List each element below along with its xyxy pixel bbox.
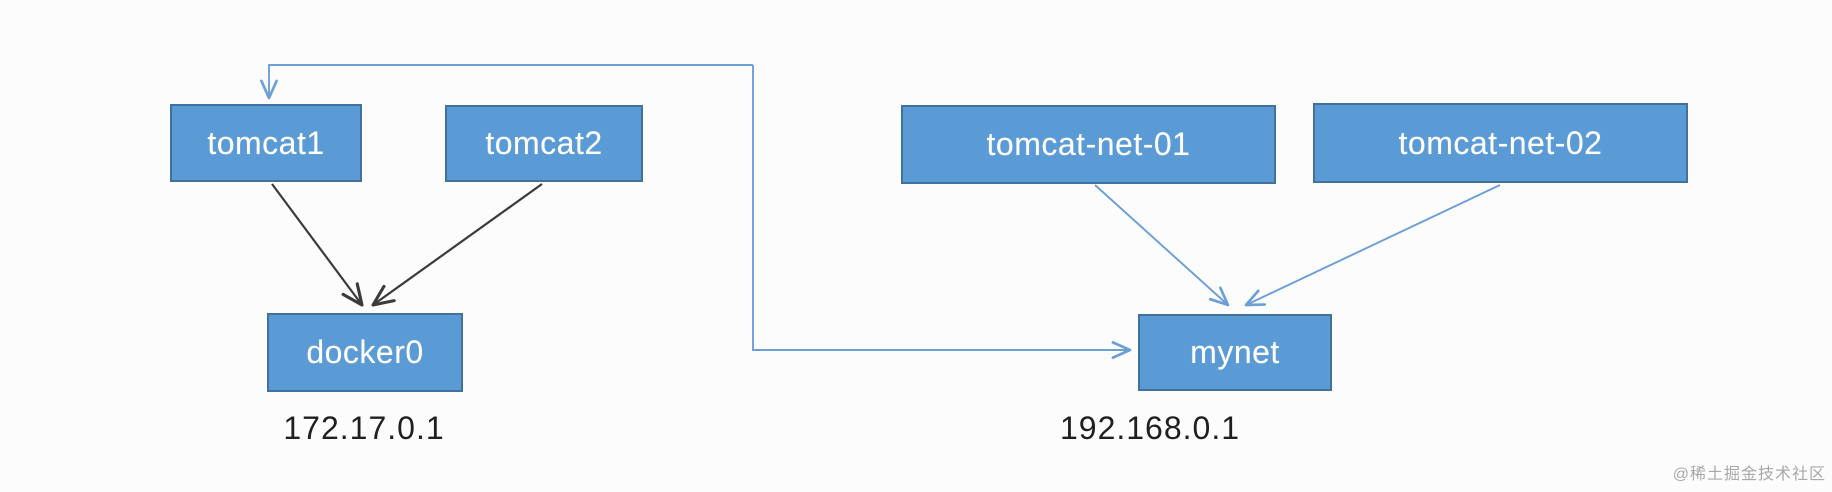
node-tomcat-net-01: tomcat-net-01 xyxy=(901,105,1276,184)
edge-tomcat-net-01-mynet xyxy=(1094,184,1230,307)
node-tomcat2: tomcat2 xyxy=(445,105,643,182)
ip-label-mynet: 192.168.0.1 xyxy=(1059,410,1241,446)
node-mynet: mynet xyxy=(1138,314,1332,391)
ip-label-docker0: 172.17.0.1 xyxy=(283,410,445,446)
node-tomcat-net-02: tomcat-net-02 xyxy=(1313,103,1688,183)
edge-bridge-tomcat1-mynet-to-tomcat1 xyxy=(260,64,753,100)
watermark: @稀土掘金技术社区 xyxy=(1672,466,1826,483)
edge-tomcat-net-02-mynet xyxy=(1244,184,1501,307)
edge-tomcat1-docker0 xyxy=(271,183,364,307)
node-docker0: docker0 xyxy=(267,313,463,392)
node-tomcat1: tomcat1 xyxy=(170,104,362,182)
edge-tomcat2-docker0 xyxy=(371,183,543,307)
